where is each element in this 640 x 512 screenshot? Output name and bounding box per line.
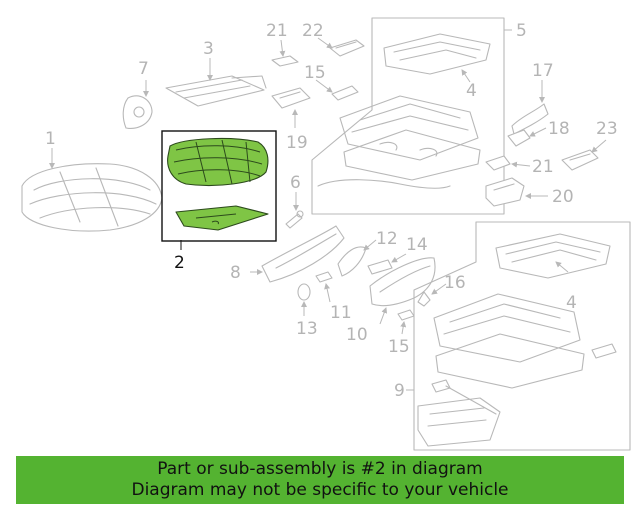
- part-21-clip-top[interactable]: [271, 55, 299, 67]
- banner-line-1: Part or sub-assembly is #2 in diagram: [157, 459, 483, 479]
- part-11-cover[interactable]: [337, 246, 367, 277]
- callout-2: 2: [174, 253, 185, 273]
- callout-5: 5: [516, 21, 527, 41]
- part-13-cap[interactable]: [297, 283, 311, 301]
- callout-14: 14: [406, 235, 428, 255]
- callout-3: 3: [203, 39, 214, 59]
- callout-4-bottom: 4: [566, 293, 577, 313]
- callout-15-bottom: 15: [388, 337, 410, 357]
- part-23-bracket[interactable]: [561, 149, 599, 171]
- part-15-trim-bottom[interactable]: [397, 309, 415, 321]
- part-7-cover[interactable]: [122, 95, 153, 129]
- callout-15-top: 15: [304, 63, 326, 83]
- callout-12: 11: [330, 303, 352, 323]
- callout-1: 1: [45, 129, 56, 149]
- info-banner: Part or sub-assembly is #2 in diagram Di…: [16, 456, 624, 504]
- callout-4-top: 4: [466, 81, 477, 101]
- callout-8: 6: [290, 173, 301, 193]
- callout-17: 17: [532, 61, 554, 81]
- part-15-trim-top[interactable]: [331, 85, 359, 101]
- part-21-clip-right[interactable]: [485, 155, 511, 171]
- callout-9: 8: [230, 263, 241, 283]
- callout-21-top: 21: [266, 21, 288, 41]
- part-18-clip[interactable]: [507, 129, 531, 147]
- part-14-knob[interactable]: [367, 259, 393, 275]
- banner-line-2: Diagram may not be specific to your vehi…: [131, 480, 509, 500]
- part-1-seat-cushion[interactable]: [21, 163, 163, 232]
- part-22-bracket[interactable]: [329, 39, 365, 57]
- part-19-switch[interactable]: [271, 87, 311, 109]
- part-8-bolt[interactable]: [285, 210, 304, 229]
- part-9-side-shield[interactable]: [261, 225, 345, 283]
- callout-7: 7: [138, 59, 149, 79]
- callout-16: 16: [444, 273, 466, 293]
- part-16-spring[interactable]: [417, 291, 431, 307]
- callout-22: 22: [302, 21, 324, 41]
- callout-13: 13: [296, 319, 318, 339]
- callout-19: 19: [286, 133, 308, 153]
- callout-21-right: 21: [532, 157, 554, 177]
- callout-11: 12: [376, 229, 398, 249]
- part-2-seat-cushion-pad[interactable]: [161, 130, 277, 242]
- part-6-seat-track-lower[interactable]: [413, 221, 631, 451]
- part-5-seat-track-upper[interactable]: [311, 17, 505, 215]
- part-3-panel[interactable]: [165, 75, 267, 107]
- part-17-hook[interactable]: [511, 103, 549, 135]
- callout-23: 23: [596, 119, 618, 139]
- callout-18: 18: [548, 119, 570, 139]
- callout-20: 20: [552, 187, 574, 207]
- parts-diagram: 1 2 3 7 21 22 15 19: [21, 17, 631, 451]
- part-20-housing[interactable]: [485, 177, 525, 207]
- part-12-clip[interactable]: [315, 271, 333, 283]
- callout-10: 10: [346, 325, 368, 345]
- callout-6: 9: [394, 381, 405, 401]
